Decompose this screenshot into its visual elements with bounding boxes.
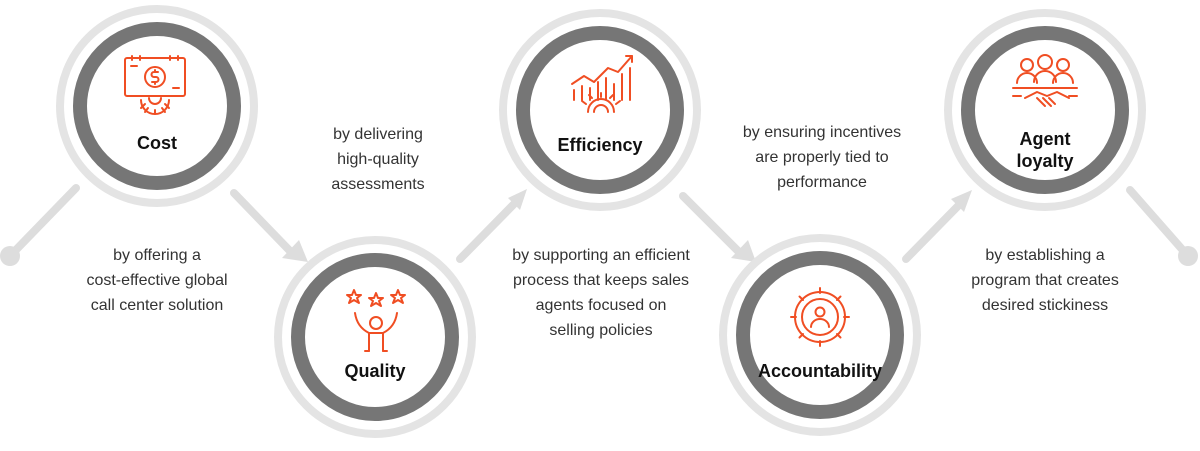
description-line: are properly tied to [755, 149, 889, 166]
step-label-quality: Quality [315, 360, 435, 382]
step-label-cost: Cost [97, 132, 217, 154]
step-label-line: Cost [137, 133, 177, 153]
description-line: performance [777, 174, 867, 191]
money-gear-icon [124, 55, 186, 115]
connector-start [6, 184, 80, 260]
step-quality-circle [274, 236, 476, 438]
end-dot [1178, 246, 1198, 266]
team-handshake-icon [1012, 54, 1078, 107]
description-line: by ensuring incentives [742, 124, 902, 141]
step-label-line: Accountability [757, 361, 882, 381]
description-quality: by delivering high-quality assessments [278, 122, 478, 197]
arrowhead-to-accountability [731, 240, 756, 262]
arrowhead-to-agent [951, 190, 972, 212]
step-label-accountability: Accountability [740, 360, 900, 382]
stars-person-icon [346, 289, 406, 352]
description-line: by supporting an efficient [512, 247, 690, 264]
step-label-efficiency: Efficiency [530, 134, 670, 156]
step-cost-circle [56, 5, 258, 207]
description-line: process that keeps sales [512, 272, 690, 289]
description-line: by delivering [333, 126, 423, 143]
start-dot [0, 246, 20, 266]
step-label-line: Efficiency [557, 135, 643, 155]
description-line: call center solution [90, 297, 224, 314]
connector-accountability-agent [902, 201, 963, 263]
description-agent-loyalty: by establishing a program that creates d… [940, 243, 1150, 318]
description-line: program that creates [971, 272, 1119, 289]
step-label-line: Quality [344, 361, 406, 381]
connector-cost-quality [230, 189, 294, 255]
description-line: by offering a [113, 247, 201, 264]
description-line: desired stickiness [981, 297, 1109, 314]
growth-chart-gear-icon [571, 55, 633, 113]
arrowheads [282, 189, 972, 262]
description-accountability: by ensuring incentives are properly tied… [712, 120, 932, 195]
description-line: high-quality [337, 151, 419, 168]
step-label-agent-loyalty: Agent loyalty [985, 128, 1105, 172]
description-efficiency: by supporting an efficient process that … [486, 243, 716, 343]
description-line: cost-effective global [86, 272, 228, 289]
step-agent-loyalty-circle [944, 9, 1146, 211]
connectors [6, 184, 1192, 263]
arrowhead-to-efficiency [508, 189, 527, 210]
step-efficiency-circle [499, 9, 701, 211]
arrowhead-to-quality [282, 240, 308, 262]
description-cost: by offering a cost-effective global call… [57, 243, 257, 318]
step-label-line: loyalty [1016, 151, 1074, 171]
connector-end [1126, 186, 1192, 260]
description-line: by establishing a [985, 247, 1105, 264]
description-line: assessments [331, 176, 425, 193]
connector-quality-efficiency [456, 199, 519, 263]
step-label-line: Agent [1019, 129, 1071, 149]
description-line: selling policies [549, 322, 653, 339]
description-line: agents focused on [535, 297, 667, 314]
connector-efficiency-accountability [679, 192, 742, 255]
gear-person-icon [790, 287, 850, 347]
